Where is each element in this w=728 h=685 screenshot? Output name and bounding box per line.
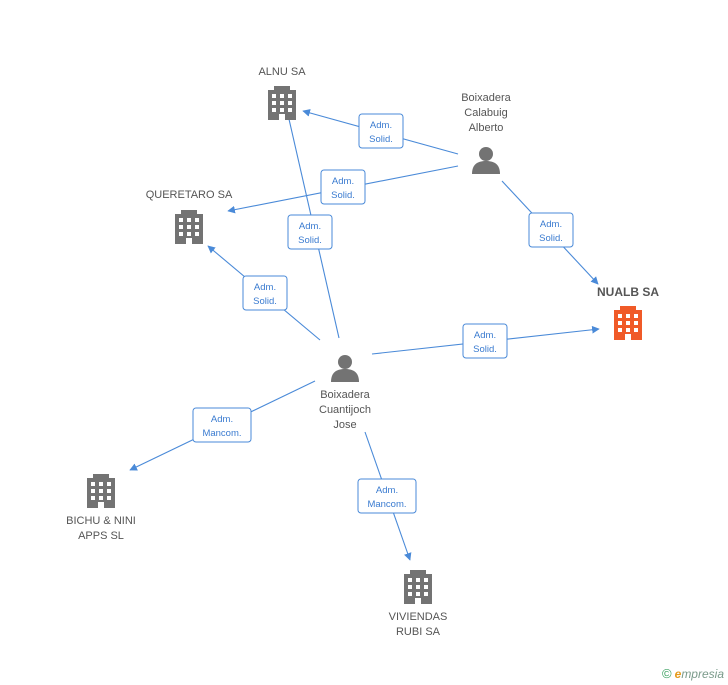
edge-label-box [287, 214, 333, 250]
edge-label-text: Mancom. [202, 428, 241, 439]
edge-label[interactable]: Adm. Solid. [462, 323, 508, 359]
node-label: NUALB SA [597, 285, 659, 299]
edge-label-text: Adm. [540, 219, 562, 230]
edge-boixadera_cuantijoch-to-viviendas: Adm. Mancom. [357, 431, 417, 561]
edge-label-text: Solid. [473, 344, 497, 355]
brand-logo-text: mpresia [681, 666, 724, 681]
edge-label-text: Adm. [332, 176, 354, 187]
edge-label-box [192, 407, 252, 443]
copyright-icon: © [662, 666, 672, 681]
building-icon [614, 306, 642, 340]
edge-boixadera_cuantijoch-to-alnu: Adm. Solid. [283, 105, 340, 339]
edges-layer: Adm. Solid. Adm. Solid. Adm. Solid. Adm. Solid.… [129, 105, 600, 561]
edge-label[interactable]: Adm. Solid. [320, 169, 366, 205]
edge-label-text: Solid. [539, 233, 563, 244]
edge-label[interactable]: Adm. Solid. [287, 214, 333, 250]
node-viviendas[interactable]: VIVIENDAS RUBI SA [389, 570, 448, 638]
edge-boixadera_cuantijoch-to-nualb: Adm. Solid. [371, 323, 600, 359]
node-label: APPS SL [78, 530, 124, 542]
node-label: VIVIENDAS [389, 611, 448, 623]
edge-label-text: Solid. [298, 235, 322, 246]
node-label: Boixadera [461, 92, 511, 104]
edge-boixadera_calabuig-to-alnu: Adm. Solid. [302, 109, 459, 155]
node-label: BICHU & NINI [66, 515, 136, 527]
node-queretaro[interactable]: QUERETARO SA [146, 189, 233, 244]
edge-label-box [528, 212, 574, 248]
node-label: Jose [333, 419, 356, 431]
brand-watermark[interactable]: © empresia [662, 666, 724, 681]
building-icon [404, 570, 432, 604]
node-label: Alberto [469, 122, 504, 134]
edge-label-text: Adm. [299, 221, 321, 232]
edge-label-box [358, 113, 404, 149]
person-icon [472, 147, 500, 174]
edge-label[interactable]: Adm. Solid. [528, 212, 574, 248]
edge-label-text: Adm. [474, 330, 496, 341]
node-nualb[interactable]: NUALB SA [597, 285, 659, 340]
building-icon [87, 474, 115, 508]
edge-label-text: Adm. [254, 282, 276, 293]
edge-label-text: Adm. [211, 414, 233, 425]
edge-label-text: Solid. [253, 296, 277, 307]
edge-boixadera_calabuig-to-queretaro: Adm. Solid. [227, 165, 459, 214]
node-label: RUBI SA [396, 626, 441, 638]
edge-label-box [357, 478, 417, 514]
node-label: Cuantijoch [319, 404, 371, 416]
edge-label-text: Mancom. [367, 499, 406, 510]
brand-logo-letter: e [674, 666, 682, 681]
edge-label[interactable]: Adm. Mancom. [357, 478, 417, 514]
node-label: QUERETARO SA [146, 189, 233, 201]
node-label: Calabuig [464, 107, 507, 119]
person-icon [331, 355, 359, 382]
edge-boixadera_cuantijoch-to-bichu: Adm. Mancom. [129, 380, 316, 471]
edge-label[interactable]: Adm. Solid. [242, 275, 288, 311]
edge-label-box [242, 275, 288, 311]
edge-label-text: Adm. [376, 485, 398, 496]
edge-boixadera_cuantijoch-to-queretaro: Adm. Solid. [207, 245, 321, 341]
edge-label-box [462, 323, 508, 359]
edge-label-text: Solid. [331, 190, 355, 201]
node-alnu[interactable]: ALNU SA [258, 66, 306, 120]
node-label: Boixadera [320, 389, 370, 401]
edge-label-text: Adm. [370, 120, 392, 131]
edge-label-text: Solid. [369, 134, 393, 145]
node-label: ALNU SA [258, 66, 306, 78]
nodes-layer: ALNU SABoixaderaCalabuigAlbertoQUERETARO… [66, 66, 659, 638]
node-bichu[interactable]: BICHU & NINI APPS SL [66, 474, 136, 542]
edge-boixadera_calabuig-to-nualb: Adm. Solid. [501, 180, 599, 285]
edge-label-box [320, 169, 366, 205]
building-icon [175, 210, 203, 244]
building-icon [268, 86, 296, 120]
edge-label[interactable]: Adm. Mancom. [192, 407, 252, 443]
edge-label[interactable]: Adm. Solid. [358, 113, 404, 149]
